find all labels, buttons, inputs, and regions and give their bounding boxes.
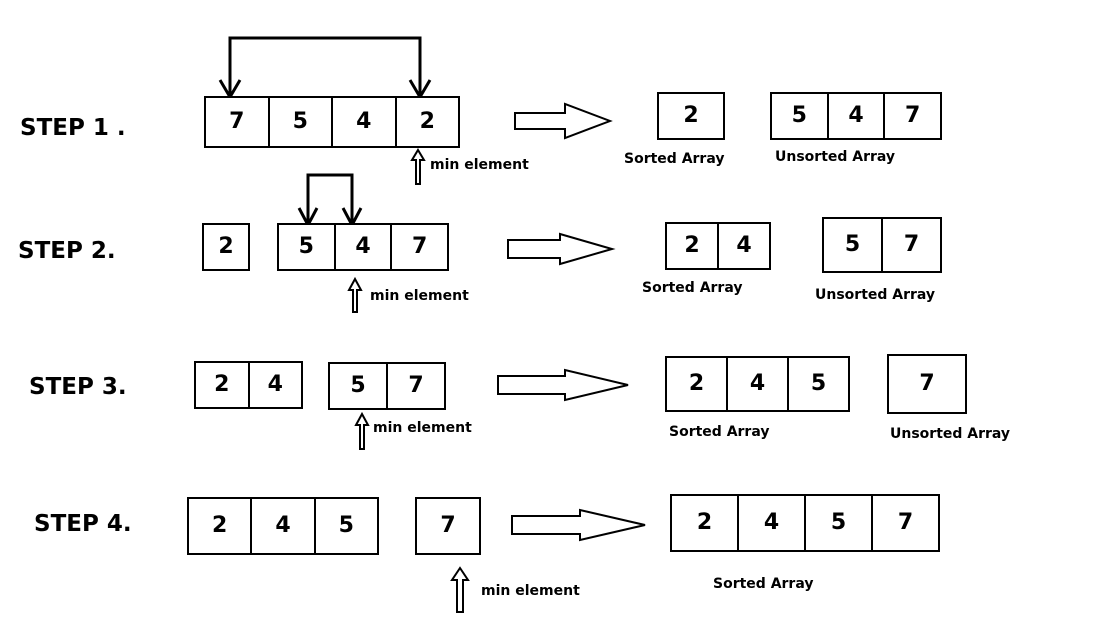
array-cell: 5 <box>338 513 354 538</box>
array-cell: 2 <box>683 103 699 128</box>
step2-unsorted-array: 5 7 <box>822 217 942 273</box>
step1-min-pointer-icon <box>410 148 426 185</box>
step1-unsorted-caption: Unsorted Array <box>775 149 896 165</box>
array-cell: 4 <box>252 499 316 553</box>
array-cell: 7 <box>903 232 920 257</box>
step2-transition-arrow <box>507 232 616 266</box>
step4-min-label: min element <box>481 583 580 599</box>
step2-unsorted-caption: Unsorted Array <box>815 287 936 303</box>
array-cell: 7 <box>905 103 921 128</box>
array-cell: 4 <box>336 225 393 269</box>
array-cell: 2 <box>672 496 739 550</box>
array-cell: 7 <box>919 371 935 396</box>
step3-sorted-caption: Sorted Array <box>669 424 770 440</box>
array-cell: 2 <box>189 499 253 553</box>
step1-min-label: min element <box>430 157 529 173</box>
array-cell: 2 <box>419 109 435 134</box>
array-cell: 2 <box>218 234 234 259</box>
array-cell: 2 <box>667 224 719 268</box>
array-cell: 7 <box>440 513 456 538</box>
array-cell: 4 <box>739 496 806 550</box>
step2-min-label: min element <box>370 288 469 304</box>
step3-transition-arrow <box>497 368 629 402</box>
array-cell: 5 <box>810 371 827 396</box>
step1-input-array: 7 5 4 2 <box>204 96 460 148</box>
step4-sorted-part: 2 4 5 <box>187 497 379 555</box>
step3-unsorted-part: 5 7 <box>328 362 446 410</box>
step4-label: STEP 4. <box>34 511 132 537</box>
step2-sorted-caption: Sorted Array <box>642 280 743 296</box>
step2-unsorted-part: 5 4 7 <box>277 223 449 271</box>
step1-unsorted-array: 5 4 7 <box>770 92 942 140</box>
step4-sorted-caption: Sorted Array <box>713 576 814 592</box>
step4-sorted-array: 2 4 5 7 <box>670 494 940 552</box>
step1-sorted-caption: Sorted Array <box>624 151 725 167</box>
array-cell: 4 <box>829 94 886 138</box>
step3-unsorted-array: 7 <box>887 354 967 414</box>
step2-min-pointer-icon <box>347 276 363 313</box>
array-cell: 5 <box>270 98 333 146</box>
step3-unsorted-caption: Unsorted Array <box>890 426 1011 442</box>
array-cell: 5 <box>772 94 829 138</box>
step3-sorted-part: 2 4 <box>194 361 303 409</box>
step1-sorted-array: 2 <box>657 92 725 140</box>
step2-sorted-part: 2 <box>202 223 250 271</box>
array-cell: 4 <box>728 358 789 410</box>
step3-min-pointer-icon <box>354 411 370 450</box>
step2-swap-arrow <box>297 173 363 229</box>
array-cell: 5 <box>279 225 336 269</box>
array-cell: 7 <box>408 373 424 398</box>
array-cell: 2 <box>196 363 250 407</box>
step1-transition-arrow <box>514 102 613 140</box>
array-cell: 4 <box>333 98 397 146</box>
step2-sorted-array: 2 4 <box>665 222 771 270</box>
step3-min-label: min element <box>373 420 472 436</box>
step4-transition-arrow <box>511 508 646 542</box>
array-cell: 5 <box>330 364 388 408</box>
array-cell: 7 <box>206 98 270 146</box>
array-cell: 5 <box>824 219 883 271</box>
step3-sorted-array: 2 4 5 <box>665 356 850 412</box>
array-cell: 2 <box>667 358 728 410</box>
array-cell: 7 <box>412 234 428 259</box>
step1-label: STEP 1 . <box>20 115 126 141</box>
step2-label: STEP 2. <box>18 238 116 264</box>
step3-label: STEP 3. <box>29 374 127 400</box>
array-cell: 5 <box>806 496 873 550</box>
step1-swap-arrow <box>218 36 432 100</box>
step4-unsorted-part: 7 <box>415 497 481 555</box>
array-cell: 4 <box>267 372 283 397</box>
array-cell: 4 <box>736 233 752 258</box>
array-cell: 7 <box>897 510 914 535</box>
step4-min-pointer-icon <box>450 566 470 613</box>
